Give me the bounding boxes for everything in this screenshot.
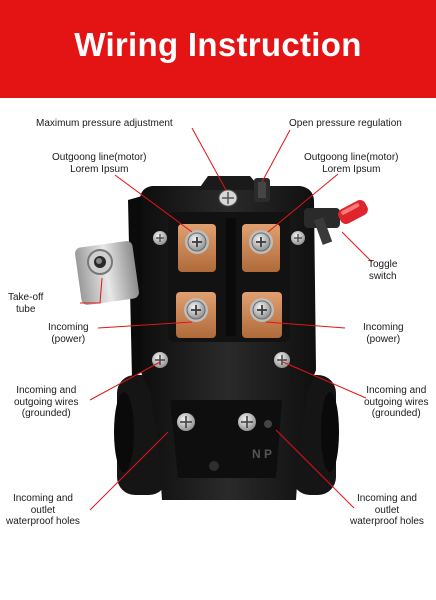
label-incoming-left-line1: Incoming	[48, 322, 89, 333]
label-ground-left: Incoming and outgoing wires (grounded)	[14, 385, 78, 420]
ground-screw-right	[274, 352, 290, 368]
label-ground-left-line2: outgoing wires	[14, 396, 79, 408]
mount-hole	[209, 461, 219, 471]
label-holes-right-line1: Incoming and	[356, 493, 417, 504]
takeoff-tube	[75, 241, 139, 305]
label-incoming-left: Incoming (power)	[48, 322, 89, 345]
terminal-screw-outgoing-left	[185, 230, 209, 254]
open-pressure-knob	[254, 178, 270, 202]
label-ground-left-line3: (grounded)	[21, 408, 71, 419]
label-ground-left-line1: Incoming and	[16, 385, 77, 396]
terminal-screw-incoming-left	[184, 298, 208, 322]
label-takeoff: Take-off tube	[8, 292, 43, 315]
label-outgoing-left-line2: Lorem Ipsum	[70, 163, 129, 175]
label-incoming-right: Incoming (power)	[363, 322, 404, 345]
corner-screw-top-right	[291, 231, 305, 245]
label-holes-right: Incoming and outlet waterproof holes	[350, 493, 424, 528]
label-takeoff-line1: Take-off	[8, 292, 44, 303]
label-outgoing-right: Outgoong line(motor) Lorem Ipsum	[304, 152, 399, 175]
device-marking: N P	[252, 447, 272, 461]
label-incoming-right-line1: Incoming	[363, 322, 404, 333]
label-holes-right-line3: waterproof holes	[350, 516, 424, 527]
label-outgoing-left: Outgoong line(motor) Lorem Ipsum	[52, 152, 147, 175]
label-takeoff-line2: tube	[15, 303, 36, 315]
terminal-screw-incoming-right	[250, 298, 274, 322]
label-ground-right: Incoming and outgoing wires (grounded)	[364, 385, 428, 420]
label-holes-right-line2: outlet	[374, 504, 400, 516]
terminal-screw-outgoing-right	[249, 230, 273, 254]
label-toggle: Toggle switch	[368, 259, 397, 282]
label-holes-left-line2: outlet	[30, 504, 56, 516]
bottom-plate	[170, 400, 282, 478]
page-title: Wiring Instruction	[74, 26, 362, 63]
label-max-pressure: Maximum pressure adjustment	[36, 118, 173, 130]
label-toggle-line2: switch	[368, 270, 397, 282]
label-incoming-right-line2: (power)	[366, 333, 401, 345]
label-outgoing-right-line2: Lorem Ipsum	[322, 163, 381, 175]
label-toggle-line1: Toggle	[368, 259, 398, 270]
label-ground-right-line3: (grounded)	[371, 408, 421, 419]
label-ground-right-line2: outgoing wires	[364, 396, 429, 408]
label-outgoing-right-line1: Outgoong line(motor)	[304, 152, 399, 163]
label-holes-left-line1: Incoming and	[12, 493, 73, 504]
label-holes-left: Incoming and outlet waterproof holes	[6, 493, 80, 528]
adjuster-hump	[198, 176, 262, 190]
label-outgoing-left-line1: Outgoong line(motor)	[52, 152, 147, 163]
header-banner: Wiring Instruction	[0, 0, 436, 98]
corner-screw-top-left	[153, 231, 167, 245]
label-open-pressure: Open pressure regulation	[289, 118, 402, 130]
plate-screw-left	[177, 413, 195, 431]
label-holes-left-line3: waterproof holes	[6, 516, 80, 527]
label-incoming-left-line2: (power)	[51, 333, 86, 345]
plate-screw-right	[238, 413, 256, 431]
label-open-pressure-text: Open pressure regulation	[289, 118, 402, 129]
label-ground-right-line1: Incoming and	[366, 385, 427, 396]
label-max-pressure-text: Maximum pressure adjustment	[36, 118, 173, 129]
plate-indicator	[264, 420, 272, 428]
ground-screw-left	[152, 352, 168, 368]
